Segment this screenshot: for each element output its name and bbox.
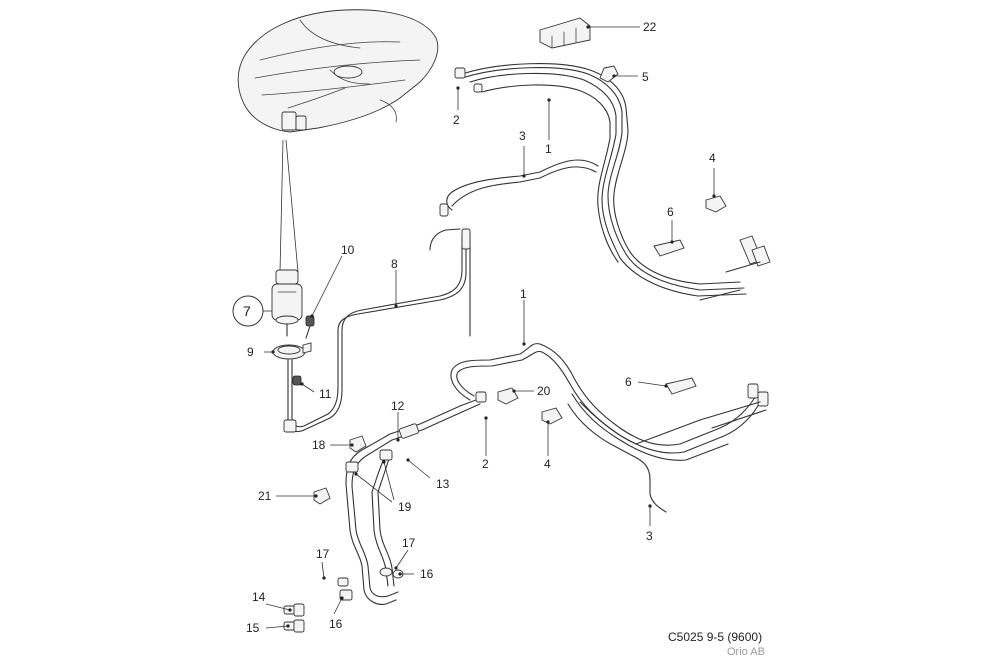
callout-14: 14 [252,590,266,604]
fuel-filter [271,269,303,337]
callout-12: 12 [391,399,405,413]
clip-6-upper [653,239,685,257]
callout-16-right: 16 [420,567,434,581]
callout-numbers: 22 5 2 3 1 4 6 10 8 7 9 11 1 6 20 12 18 … [243,20,716,635]
leader-lines [264,25,716,629]
fuel-tank [237,9,439,133]
fuel-line-8 [283,228,471,433]
callout-7: 7 [243,303,251,319]
callout-9: 9 [247,345,254,359]
bolt-14 [283,603,305,617]
callout-22: 22 [643,20,657,34]
callout-17-right: 17 [402,536,416,550]
callout-21: 21 [258,489,272,503]
copyright-owner: Orio AB [727,646,765,658]
callout-20: 20 [537,384,551,398]
clip-block-22 [539,17,591,49]
callout-15: 15 [246,621,260,635]
callout-7-circle [232,295,272,327]
connector-10 [305,315,315,339]
callout-1-lower: 1 [520,287,527,301]
fuel-line-harness-upper [439,63,771,301]
callout-18: 18 [312,438,326,452]
callout-2-upper: 2 [453,113,460,127]
pointer-lines [279,139,299,273]
callout-4-lower: 4 [544,457,551,471]
clip-6-lower [665,377,697,395]
callout-2-lower: 2 [482,457,489,471]
callout-13: 13 [436,477,450,491]
callout-5: 5 [642,70,649,84]
fuel-line-harness-lower [450,343,769,513]
callout-3-upper: 3 [519,129,526,143]
fitting-11 [292,375,302,386]
bolt-15 [283,619,305,633]
clip-18 [349,435,367,453]
callout-4-upper: 4 [709,151,716,165]
clip-5 [599,65,619,83]
callout-10: 10 [341,243,355,257]
clip-21 [313,487,331,505]
clip-4-lower [541,407,563,425]
callout-1-upper: 1 [545,142,552,156]
callout-6-lower: 6 [625,375,632,389]
callout-16-left: 16 [329,617,343,631]
callout-11: 11 [319,387,332,401]
callout-3-lower: 3 [646,529,653,543]
clip-4-upper [705,195,727,213]
filter-clamp [272,342,312,360]
callout-8: 8 [391,257,398,271]
fuel-line-lower-left [337,399,481,605]
callout-6-upper: 6 [667,205,674,219]
callout-19: 19 [398,500,412,514]
callout-17-left: 17 [316,547,330,561]
diagram-code: C5025 9-5 (9600) [668,630,763,644]
